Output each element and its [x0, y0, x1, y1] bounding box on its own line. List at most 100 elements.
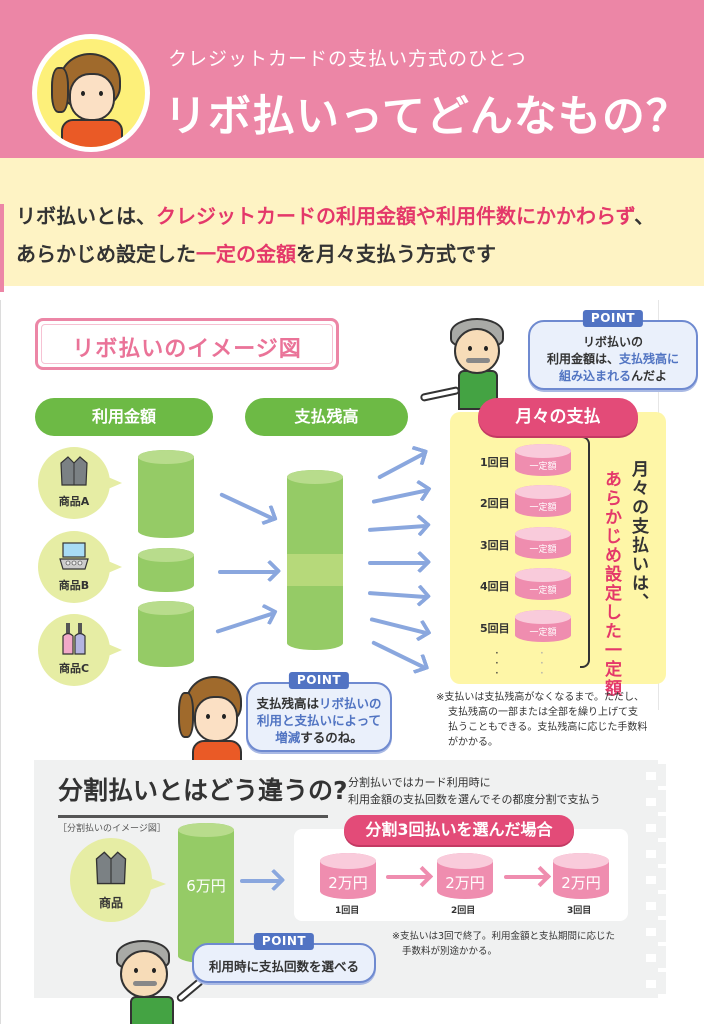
payment-number: 4回目	[480, 580, 510, 593]
ponytail-icon	[178, 692, 194, 738]
face-icon	[454, 328, 500, 374]
description-line: 分割払いではカード利用時に	[348, 776, 491, 789]
definition-text: を月々支払う方式です	[296, 242, 496, 266]
pointing-hand-icon	[419, 385, 461, 403]
installment-amount: 2万円	[561, 874, 601, 892]
header-banner: クレジットカードの支払い方式のひとつ リボ払いってどんなもの？	[0, 0, 704, 158]
point-text: んだよ	[631, 369, 668, 383]
installment-number: 1回目	[335, 906, 360, 916]
column-usage-label: 利用金額	[35, 398, 213, 436]
arrow-icon	[218, 570, 276, 574]
description-line: 利用金額の支払回数を選んでその都度分割で支払う	[348, 793, 601, 806]
payment-cylinder: 一定額	[515, 527, 571, 559]
installment-scenario-label: 分割3回払いを選んだ場合	[344, 815, 574, 845]
point-bubble-balance: POINT 支払残高はリボ払いの 利用と支払いによって 増減するのね。	[246, 672, 392, 752]
usage-cylinder-a	[138, 450, 194, 538]
installment-title: 分割払いとはどう違うの?	[58, 776, 348, 805]
revo-image-title: リボ払いのイメージ図	[72, 337, 302, 362]
payment-amount: 一定額	[529, 628, 557, 638]
makeup-palette-icon	[59, 542, 89, 570]
ponytail-icon	[51, 67, 69, 113]
footnote-line: 手数料が別途かかる。	[402, 946, 498, 957]
payment-number: 3回目	[480, 539, 510, 552]
revo-image-title-box: リボ払いのイメージ図	[35, 318, 339, 370]
installment-number: 2回目	[451, 906, 476, 916]
footnote-line: ※支払いは支払残高がなくなるまで。ただし、	[436, 692, 644, 703]
installment-cylinder: 2万円	[437, 853, 493, 899]
installment-description: 分割払いではカード利用時に 利用金額の支払回数を選んでその都度分割で支払う	[348, 774, 600, 808]
payment-amount: 一定額	[529, 545, 557, 555]
point-tag: POINT	[253, 933, 315, 950]
payment-number: 5回目	[480, 622, 510, 635]
accent-bar	[0, 204, 4, 292]
arrow-icon	[368, 561, 426, 565]
definition-text: あらかじめ設定した	[16, 242, 196, 266]
point-text: リボ払いの	[582, 335, 643, 349]
definition-band: リボ払いとは、クレジットカードの利用金額や利用件数にかかわらず、 あらかじめ設定…	[0, 158, 704, 292]
product-label: 商品	[98, 896, 123, 910]
worried-girl-avatar	[37, 39, 145, 147]
total-amount: 6万円	[186, 877, 226, 895]
installment-cylinder: 2万円	[553, 853, 609, 899]
monthly-note-vertical-highlight: あらかじめ設定した一定額	[601, 470, 621, 698]
shirt-icon	[61, 119, 123, 147]
point-highlight: リボ払いの	[319, 696, 382, 711]
shirt-icon	[192, 740, 242, 762]
balance-cylinder	[287, 470, 343, 650]
arrow-icon	[240, 879, 280, 883]
payment-number: 1回目	[480, 456, 510, 469]
point-highlight: 利用と支払いによって	[256, 713, 381, 728]
binder-tabs	[646, 760, 672, 996]
old-man-character	[419, 318, 520, 410]
installment-amount: 2万円	[328, 874, 368, 892]
product-label: 商品B	[58, 579, 90, 592]
installment-amount: 2万円	[445, 874, 485, 892]
point-text: 支払残高は	[256, 696, 319, 711]
ellipsis-dots: ···	[540, 646, 544, 680]
definition-text: 、	[634, 204, 655, 228]
payment-amount: 一定額	[529, 462, 557, 472]
payment-cylinder: 一定額	[515, 485, 571, 517]
payment-amount: 一定額	[529, 503, 557, 513]
installment-number: 3回目	[567, 906, 592, 916]
payment-cylinder: 一定額	[515, 444, 571, 476]
installment-footnote: ※支払いは3回で終了。利用金額と支払期間に応じた 手数料が別途かかる。	[392, 929, 615, 959]
definition-highlight: 一定の金額	[196, 242, 296, 266]
definition-text: リボ払いとは、	[16, 204, 156, 228]
product-b-bubble: 商品B	[38, 531, 122, 603]
point-tag: POINT	[288, 672, 350, 689]
pink-arrow-icon	[504, 875, 548, 879]
point-text: 利用金額は、	[546, 352, 619, 366]
product-c-bubble: 商品C	[38, 614, 122, 686]
vest-icon	[130, 996, 174, 1024]
definition-line-1: リボ払いとは、クレジットカードの利用金額や利用件数にかかわらず、	[16, 200, 654, 229]
footnote-line: 支払残高の一部または全部を繰り上げて支	[448, 707, 638, 718]
pink-arrow-icon	[386, 875, 430, 879]
point-bubble-revo: POINT リボ払いの 利用金額は、支払残高に 組み込まれるんだよ	[528, 310, 698, 390]
payment-cylinder: 一定額	[515, 610, 571, 642]
installment-product-bubble: 商品	[70, 838, 166, 922]
payment-cylinder: 一定額	[515, 568, 571, 600]
main-panel	[0, 300, 704, 1024]
usage-cylinder-c	[138, 601, 194, 667]
jacket-icon	[95, 851, 127, 885]
point-highlight: 増減	[275, 730, 301, 745]
column-balance-label: 支払残高	[245, 398, 408, 436]
installment-caption: ［分割払いのイメージ図］	[58, 824, 166, 834]
product-a-bubble: 商品A	[38, 447, 122, 519]
avatar-ring	[32, 34, 150, 152]
definition-highlight: クレジットカードの利用金額や利用件数にかかわらず	[156, 204, 635, 228]
point-text: 利用時に支払回数を選べる	[208, 959, 359, 974]
mustache-icon	[133, 981, 157, 986]
payment-amount: 一定額	[529, 586, 557, 596]
ellipsis-dots: ···	[495, 646, 499, 680]
girl-character	[178, 676, 248, 762]
face-icon	[69, 73, 115, 121]
footnote-line: がかかる。	[448, 737, 498, 748]
point-highlight: 組み込まれる	[558, 369, 631, 383]
page-title: リボ払いってどんなもの？	[164, 92, 690, 142]
face-icon	[120, 950, 168, 998]
product-label: 商品A	[58, 495, 90, 508]
monthly-note-vertical: 月々の支払いは、	[628, 460, 648, 612]
face-icon	[194, 696, 238, 742]
